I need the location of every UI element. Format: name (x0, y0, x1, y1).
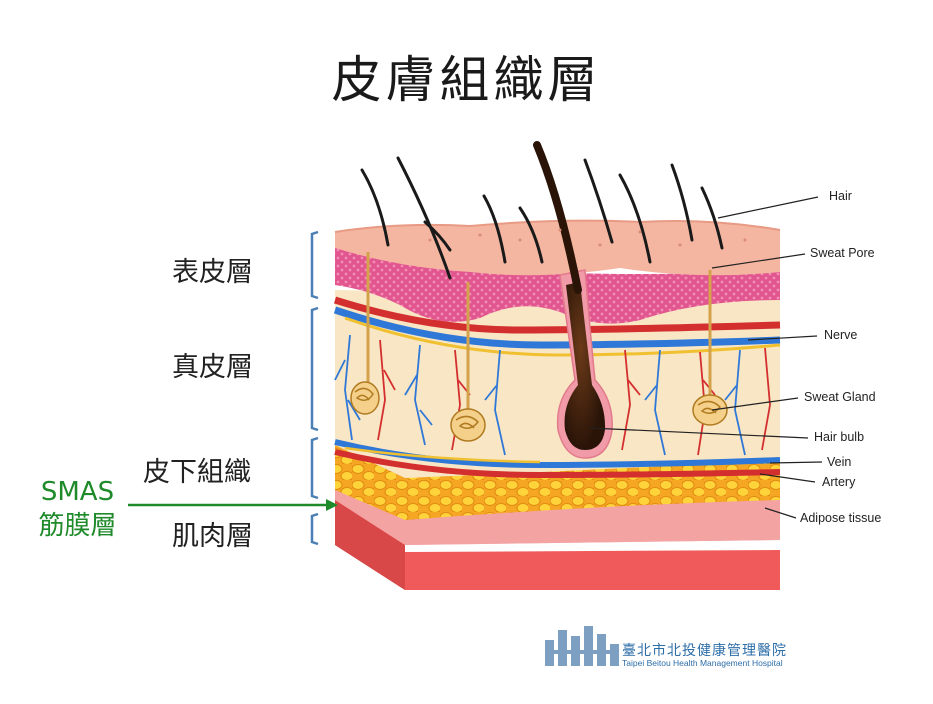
smas-label: SMAS 筋膜層 (30, 475, 125, 543)
hospital-name-en: Taipei Beitou Health Management Hospital (622, 658, 783, 668)
smas-arrow (128, 499, 338, 511)
hospital-name-cn: 臺北市北投健康管理醫院 (622, 643, 787, 659)
callout-nerve: Nerve (824, 328, 858, 342)
sweat-glands (350, 252, 728, 442)
vessels-horizontal (333, 296, 781, 479)
smas-label-line1: SMAS (40, 477, 115, 507)
callout-hair: Hair (829, 189, 852, 203)
page-title: 皮膚組織層 (331, 51, 602, 109)
sweat-pores (428, 228, 747, 247)
callout-sweat-pore: Sweat Pore (810, 246, 875, 260)
hospital-logo-icon (545, 626, 619, 666)
label-muscle: 肌肉層 (172, 521, 253, 552)
callout-hair-bulb: Hair bulb (814, 430, 865, 444)
muscle-layer (335, 485, 780, 590)
hair-follicle (533, 141, 613, 459)
hair-strands (360, 156, 724, 280)
callout-vein: Vein (827, 455, 852, 469)
capillaries (334, 334, 771, 456)
label-dermis: 真皮層 (172, 352, 253, 383)
callout-lines (589, 196, 823, 519)
label-subcutaneous: 皮下組織 (143, 457, 251, 488)
label-epidermis: 表皮層 (172, 257, 253, 288)
callout-adipose: Adipose tissue (800, 511, 882, 525)
callout-sweat-gland: Sweat Gland (804, 390, 876, 404)
epidermis-layer (334, 219, 781, 324)
smas-label-line2: 筋膜層 (38, 511, 117, 541)
layer-brackets (310, 230, 319, 546)
callout-artery: Artery (822, 475, 856, 489)
